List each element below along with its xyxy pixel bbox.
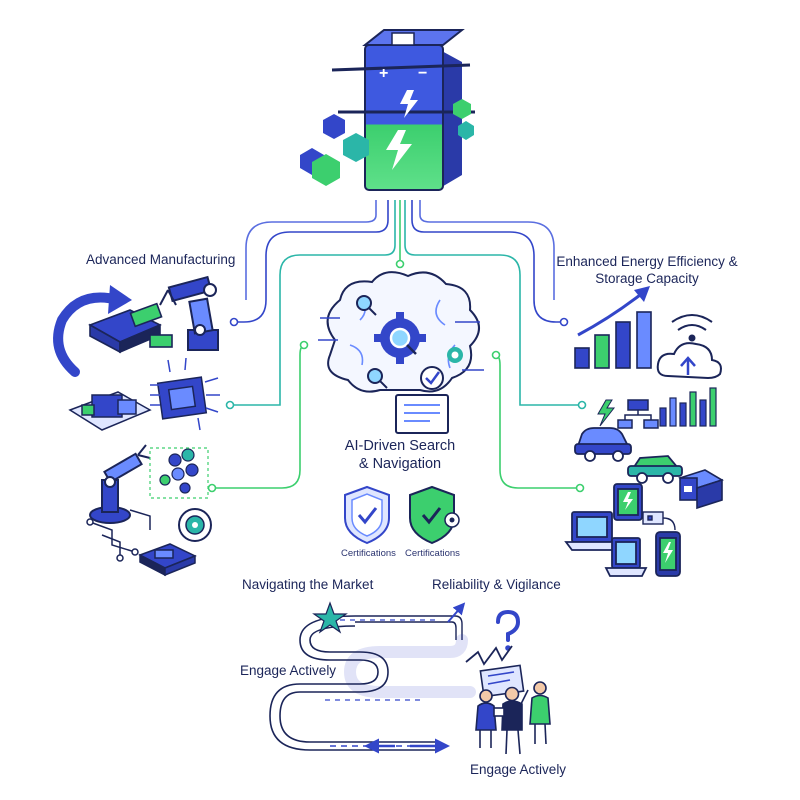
circuit-chip-icon bbox=[138, 543, 197, 577]
star-icon bbox=[312, 601, 348, 634]
energy-efficiency-line1: Enhanced Energy Efficiency & bbox=[556, 254, 738, 269]
ai-search-line1: AI-Driven Search bbox=[344, 438, 456, 454]
cloud-icon bbox=[656, 342, 722, 380]
energy-efficiency-label: Enhanced Energy Efficiency & Storage Cap… bbox=[552, 254, 742, 288]
charger-icon bbox=[642, 511, 676, 531]
wifi-icon bbox=[671, 314, 713, 342]
energy-efficiency-line2: Storage Capacity bbox=[595, 270, 699, 286]
navigating-market-label: Navigating the Market bbox=[242, 577, 374, 592]
engage-actively-bottom-label: Engage Actively bbox=[470, 762, 567, 777]
phone-icon bbox=[655, 531, 681, 577]
circuit-lines-icon bbox=[86, 509, 151, 562]
energy-bolt-icon bbox=[597, 399, 616, 427]
car-icon bbox=[574, 427, 632, 462]
people-icon bbox=[475, 664, 551, 755]
laptop-icon bbox=[604, 537, 648, 577]
parts-cluster-icon bbox=[149, 447, 209, 499]
plus-symbol: + bbox=[379, 65, 388, 82]
circuit-board-icon bbox=[88, 302, 173, 354]
bar-chart-icon bbox=[574, 286, 652, 369]
bar-chart-icon bbox=[659, 387, 717, 427]
road-arrows bbox=[364, 602, 466, 754]
ai-search-line2: & Navigation bbox=[358, 456, 442, 473]
electric-car-icon bbox=[627, 455, 683, 484]
zigzag-icon bbox=[465, 645, 513, 666]
question-mark-icon bbox=[496, 609, 521, 651]
robot-arm-icon bbox=[89, 444, 151, 524]
connector-lines bbox=[214, 200, 580, 489]
magnifier-icon bbox=[356, 295, 417, 389]
reliability-label: Reliability & Vigilance bbox=[432, 577, 561, 592]
winding-road bbox=[269, 615, 476, 751]
tablet-icon bbox=[613, 483, 643, 521]
engage-actively-left-label: Engage Actively bbox=[240, 663, 337, 678]
ai-search-label: AI-Driven Search & Navigation bbox=[330, 437, 470, 473]
certification-right-label: Certifications bbox=[405, 548, 460, 559]
laptop-icon bbox=[564, 511, 620, 551]
gear-icon bbox=[178, 508, 212, 542]
network-icon bbox=[617, 399, 659, 429]
check-badge-icon bbox=[420, 366, 444, 390]
robot-arm-icon bbox=[159, 275, 219, 351]
battery-pack-icon bbox=[678, 469, 724, 510]
battery-icon: + − bbox=[331, 29, 475, 191]
circuit-chip-icon bbox=[150, 357, 220, 431]
connector-dots bbox=[207, 259, 587, 493]
shield-check-icon bbox=[344, 485, 390, 545]
certification-left-label: Certifications bbox=[341, 548, 396, 559]
machine-icon bbox=[68, 391, 152, 431]
minus-symbol: − bbox=[418, 65, 427, 82]
cycle-arrow-icon bbox=[53, 285, 132, 377]
shield-check-icon bbox=[409, 485, 460, 545]
advanced-manufacturing-label: Advanced Manufacturing bbox=[86, 252, 236, 267]
hexagon-icon bbox=[300, 99, 474, 186]
